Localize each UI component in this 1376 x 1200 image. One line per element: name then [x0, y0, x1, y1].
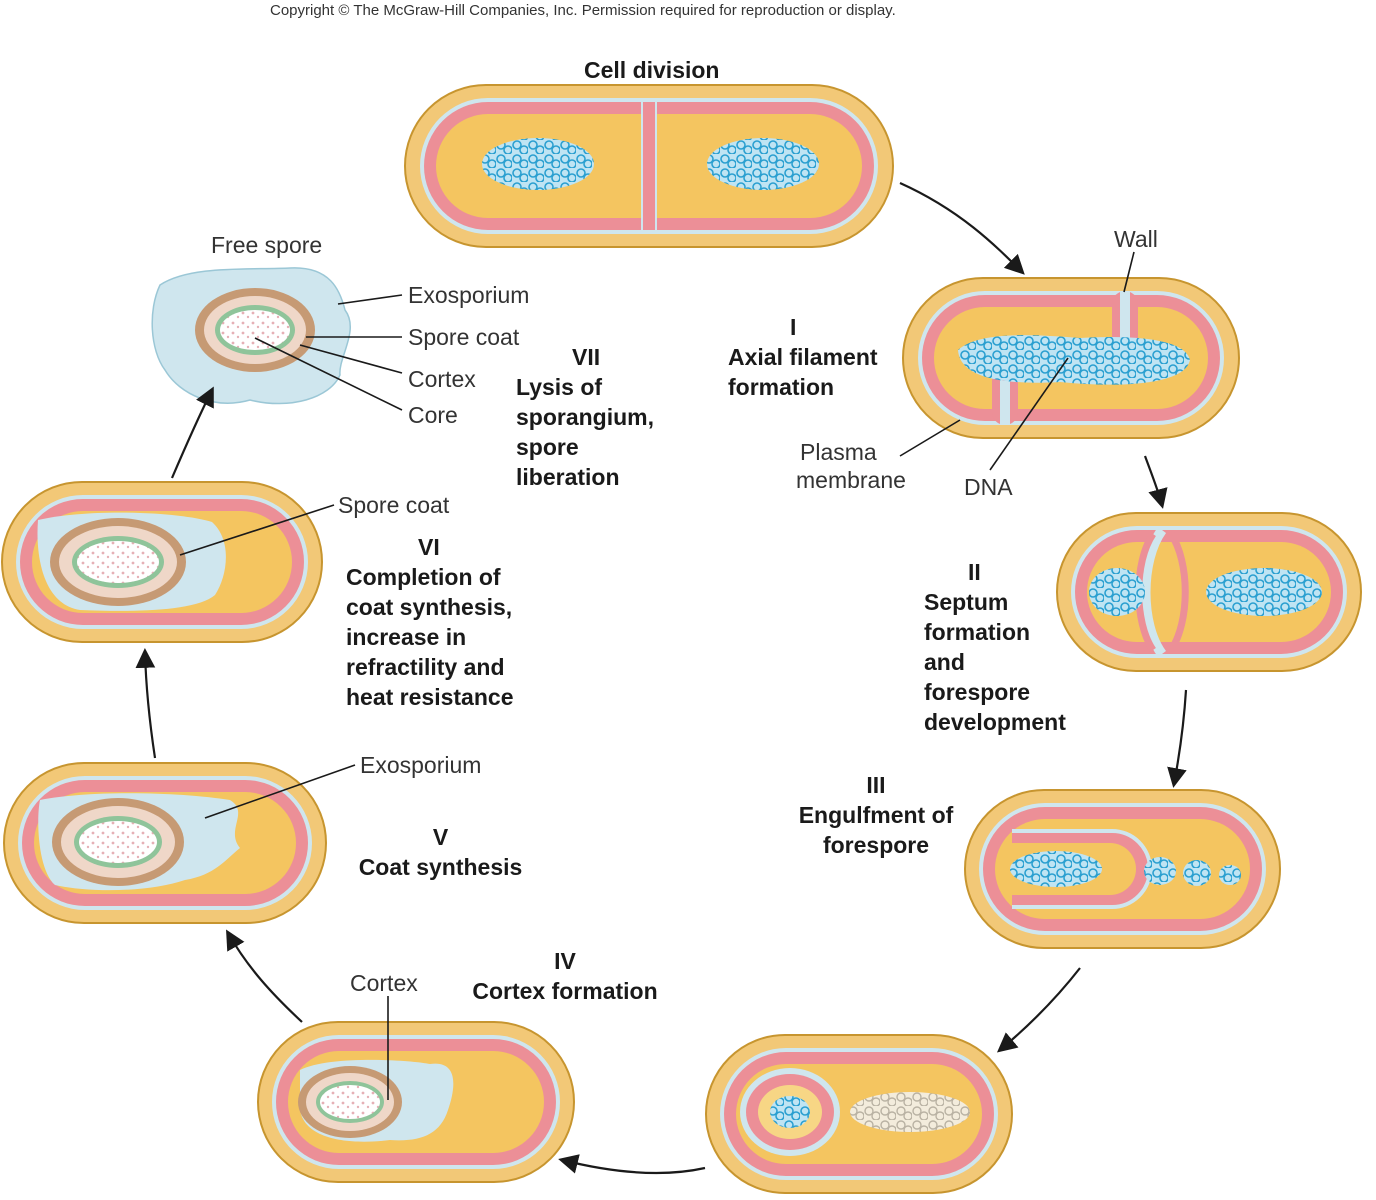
stage2-label: II Septum formation and forespore develo… — [924, 557, 1066, 737]
stage3-numeral: III — [866, 772, 886, 798]
stage7-line2: sporangium, — [516, 404, 655, 430]
cell-division-title: Cell division — [584, 57, 720, 83]
stage4-label: IV Cortex formation — [460, 946, 670, 1006]
stage1-line1: Axial filament — [728, 344, 878, 370]
copyright-notice: Copyright © The McGraw-Hill Companies, I… — [270, 2, 896, 19]
arrow-to-forespore — [996, 967, 1081, 1053]
stage2-line2: formation — [924, 619, 1031, 645]
core-label: Core — [408, 402, 458, 428]
leader-lines — [179, 251, 1135, 1100]
exosporium-label-5: Exosporium — [360, 752, 482, 778]
stage6-line1: Completion of — [346, 564, 501, 590]
stage6-line2: coat synthesis, — [346, 594, 513, 620]
cycle-arrows — [135, 181, 1188, 1175]
arrow-to-free-spore — [170, 386, 214, 479]
stage1-numeral: I — [790, 314, 797, 340]
plasma-membrane-label: Plasma membrane — [796, 438, 906, 494]
plasma-membrane-line2: membrane — [796, 467, 906, 493]
stage6-label: VI Completion of coat synthesis, increas… — [346, 532, 513, 712]
plasma-membrane-line1: Plasma — [800, 439, 877, 465]
stage4-line1: Cortex formation — [472, 978, 658, 1004]
arrow-to-stage3 — [1167, 689, 1188, 788]
spore-coat-label: Spore coat — [408, 324, 520, 350]
stage3-line1: Engulfment of — [798, 802, 954, 828]
spore-coat-label-6: Spore coat — [338, 492, 450, 518]
stage2-line4: forespore — [924, 679, 1031, 705]
exosporium-label: Exosporium — [408, 282, 530, 308]
stage2-line3: and — [924, 649, 965, 675]
cortex-label: Cortex — [408, 366, 476, 392]
arrow-to-stage5 — [226, 929, 303, 1023]
stage5-line1: Coat synthesis — [358, 854, 523, 880]
cortex-label-4: Cortex — [350, 970, 418, 996]
dna-forespore — [1089, 568, 1145, 616]
stage5-label: V Coat synthesis — [348, 822, 533, 882]
stage3-cell — [964, 789, 1281, 949]
dna-label: DNA — [964, 474, 1013, 500]
stage2-line5: development — [924, 709, 1066, 735]
stage2-line1: Septum — [924, 589, 1009, 615]
stage6-line5: heat resistance — [346, 684, 514, 710]
dna-mother — [1206, 568, 1322, 616]
dna-engulfed — [1010, 851, 1102, 887]
stage2-cell — [1056, 512, 1362, 672]
arrow-to-stage2 — [1143, 455, 1168, 509]
dna-left — [482, 138, 594, 190]
arrow-to-stage1 — [899, 181, 1025, 275]
stage6-line3: increase in — [346, 624, 467, 650]
stage5-numeral: V — [432, 824, 449, 850]
stage1-cell — [902, 277, 1240, 439]
stage3-line2: forespore — [822, 832, 930, 858]
stage4-cell — [257, 1021, 575, 1183]
stage6-cell — [1, 481, 323, 643]
stage3-label: III Engulfment of forespore — [786, 770, 966, 860]
dna-degraded — [850, 1092, 970, 1132]
free-spore — [151, 267, 351, 405]
stage7-label: VII Lysis of sporangium, spore liberatio… — [516, 342, 654, 492]
stage7-line1: Lysis of — [516, 374, 603, 400]
stage7-numeral: VII — [572, 344, 601, 370]
arrow-to-stage4 — [558, 1154, 706, 1175]
stage7-line4: liberation — [516, 464, 620, 490]
stage2-numeral: II — [968, 559, 981, 585]
stage1-label: I Axial filament formation — [728, 312, 898, 402]
dna-filament — [958, 335, 1190, 385]
wall-label: Wall — [1114, 226, 1158, 252]
forespore-cell — [705, 1034, 1013, 1194]
stage6-numeral: VI — [418, 534, 440, 560]
stage4-numeral: IV — [554, 948, 576, 974]
arrow-to-stage6 — [135, 648, 157, 759]
dna-right — [707, 138, 819, 190]
stage5-cell — [3, 762, 327, 924]
stage6-line4: refractility and — [346, 654, 505, 680]
stage7-line3: spore — [516, 434, 579, 460]
cell-division-cell — [404, 84, 894, 248]
stage1-line2: formation — [728, 374, 835, 400]
free-spore-label: Free spore — [211, 232, 323, 258]
